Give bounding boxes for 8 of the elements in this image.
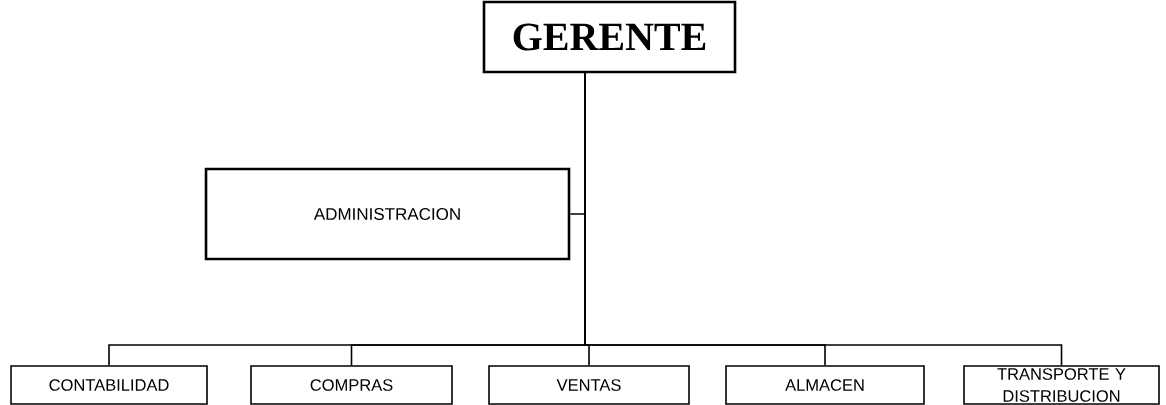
org-box: TRANSPORTE Y DISTRIBUCION (963, 365, 1160, 405)
org-box: ALMACEN (725, 365, 925, 405)
org-box: CONTABILIDAD (10, 365, 208, 405)
org-box: GERENTE (482, 0, 737, 74)
connector-line (584, 72, 1063, 366)
org-box: COMPRAS (250, 365, 453, 405)
org-box: VENTAS (488, 365, 690, 405)
org-box: ADMINISTRACION (204, 167, 571, 261)
